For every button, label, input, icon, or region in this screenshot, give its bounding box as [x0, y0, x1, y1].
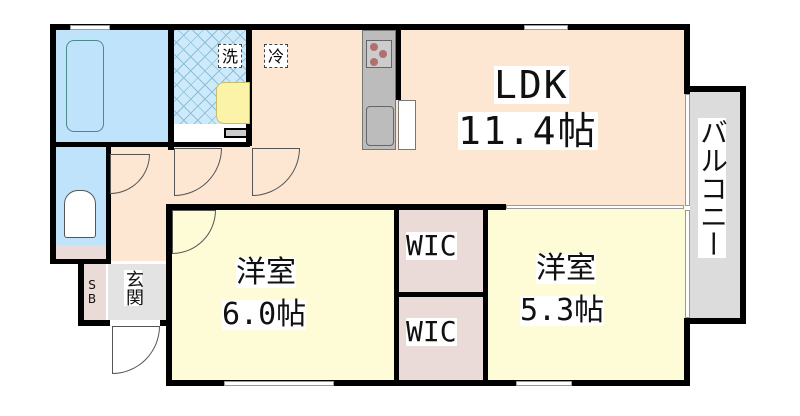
door-entrance[interactable]: [112, 326, 160, 374]
laundry-drain: [224, 128, 248, 138]
fridge-space: [398, 100, 416, 150]
toilet-icon: [64, 190, 96, 238]
shoebox-label: SB: [85, 278, 99, 306]
bathroom: [56, 30, 169, 142]
entrance-label: 玄関: [123, 270, 144, 306]
bathtub-icon: [66, 40, 104, 132]
window-room2: [516, 381, 572, 386]
window-ldk-top: [524, 25, 568, 30]
wall-right-ldk: [684, 24, 690, 94]
shoebox-area: [84, 264, 106, 320]
wall-balcony-right: [740, 86, 746, 324]
wic-1-label: WIC: [406, 229, 457, 262]
wall-toilet-bottom: [50, 259, 110, 264]
balcony-label: バルコニー: [696, 118, 729, 258]
wall-top-left: [50, 24, 690, 30]
western-room-2-name: 洋室: [536, 251, 596, 286]
toilet-floor-strip: [56, 245, 108, 259]
burner-icon: [379, 50, 387, 58]
western-room-1-size: 6.0帖: [222, 297, 307, 332]
wall-room1-left: [166, 206, 172, 386]
wall-balcony-bottom: [684, 318, 746, 324]
western-room-2-size: 5.3帖: [520, 293, 605, 328]
wall-entry-right: [160, 320, 172, 326]
stove-icon: [366, 40, 392, 68]
wall-bottom: [166, 380, 690, 386]
window-room1: [224, 381, 334, 386]
wic-2-label: WIC: [406, 315, 457, 348]
wall-right-room2: [684, 318, 690, 386]
wall-bath-divider: [168, 30, 174, 150]
ldk-size: 11.4帖: [458, 109, 598, 153]
window-bath: [70, 25, 110, 30]
kitchen-sink-icon: [366, 106, 394, 146]
western-room-1: [172, 210, 394, 380]
window-ldk-bottom: [506, 205, 684, 209]
wall-bath-bottom: [50, 142, 250, 147]
burner-icon: [370, 43, 378, 51]
window-ldk-balcony: [685, 94, 690, 206]
wall-sb-bottom: [78, 320, 110, 326]
wall-balcony-top: [684, 86, 746, 92]
washer-label: 洗: [218, 44, 242, 68]
western-room-2: [488, 206, 686, 380]
wall-sb-left: [78, 264, 84, 326]
burner-icon: [370, 58, 378, 66]
wall-wic-middle: [394, 292, 488, 297]
fridge-label: 冷: [264, 44, 288, 68]
sink-icon: [216, 82, 250, 124]
wall-kitchen: [396, 30, 401, 100]
window-room2-balcony: [685, 210, 690, 318]
wall-toilet-right: [106, 147, 111, 264]
wall-ldk-bottom-left: [166, 204, 506, 210]
ldk-name: LDK: [494, 63, 569, 107]
western-room-1-name: 洋室: [236, 255, 296, 290]
